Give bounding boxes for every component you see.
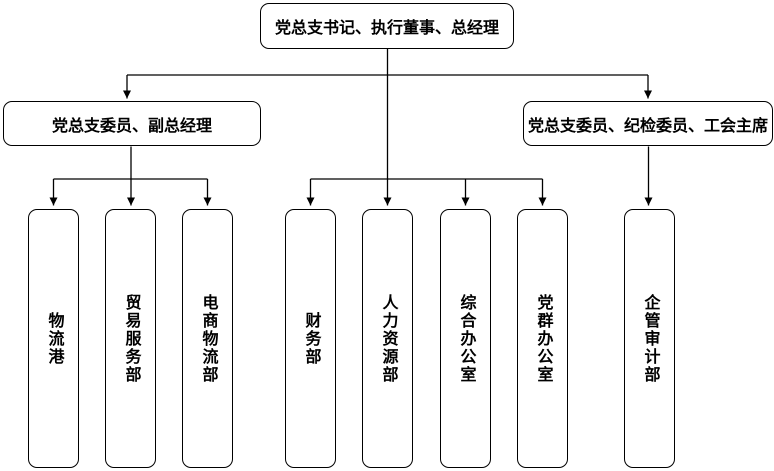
node-dept-ecommerce-logistics: 电商物流部	[182, 209, 233, 468]
node-root-label: 党总支书记、执行董事、总经理	[274, 20, 499, 37]
node-deputy: 党总支委员、副总经理	[3, 101, 261, 146]
node-dept-trade-service: 贸易服务部	[105, 209, 156, 468]
node-dept-enterprise-audit: 企管审计部	[624, 209, 675, 468]
node-dept-label: 物流港	[45, 311, 63, 366]
node-dept-label: 综合办公室	[457, 293, 475, 384]
node-dept-general-office: 综合办公室	[440, 209, 491, 468]
node-dept-label: 企管审计部	[641, 293, 659, 384]
node-dept-label: 贸易服务部	[122, 293, 140, 384]
node-dept-label: 党群办公室	[534, 293, 552, 384]
node-root: 党总支书记、执行董事、总经理	[260, 3, 514, 49]
node-dept-logistics-port: 物流港	[28, 209, 79, 468]
node-dept-party-mass-office: 党群办公室	[517, 209, 568, 468]
node-dept-human-resources: 人力资源部	[362, 209, 413, 468]
node-discipline-label: 党总支委员、纪检委员、工会主席	[527, 117, 768, 135]
node-deputy-label: 党总支委员、副总经理	[51, 117, 212, 135]
node-dept-label: 人力资源部	[379, 293, 397, 384]
node-dept-finance: 财务部	[285, 209, 336, 468]
node-dept-label: 财务部	[302, 311, 320, 366]
node-discipline: 党总支委员、纪检委员、工会主席	[523, 101, 773, 146]
node-dept-label: 电商物流部	[199, 293, 217, 384]
